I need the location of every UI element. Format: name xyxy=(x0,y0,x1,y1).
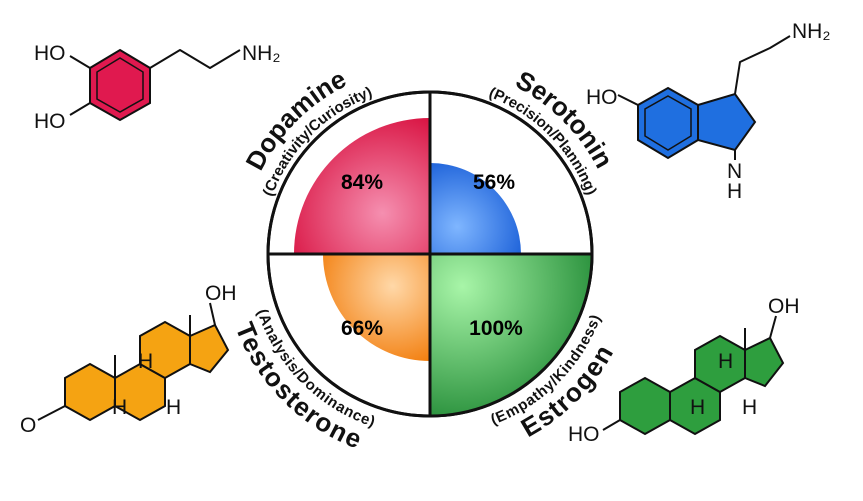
testosterone-h2: H xyxy=(112,396,127,419)
estrogen-h1: H xyxy=(718,350,733,373)
quadrant-chart: 84% 56% 66% 100% xyxy=(266,90,594,418)
serotonin-n: N xyxy=(727,160,742,183)
dopamine-ho-bottom: HO xyxy=(34,110,66,133)
estrogen-molecule: HO OH H H H xyxy=(568,295,800,446)
serotonin-molecule: HO N H NH₂ xyxy=(586,20,830,203)
serotonin-nh2: NH₂ xyxy=(792,20,830,43)
serotonin-ho: HO xyxy=(586,86,618,109)
dopamine-nh2: NH₂ xyxy=(242,42,280,65)
testosterone-wedge xyxy=(323,254,430,361)
testosterone-o: O xyxy=(20,414,36,437)
testosterone-oh: OH xyxy=(205,282,237,305)
estrogen-ho: HO xyxy=(568,423,600,446)
estrogen-wedge xyxy=(430,254,592,416)
estrogen-h2: H xyxy=(690,396,705,419)
serotonin-wedge xyxy=(430,163,521,254)
dopamine-wedge xyxy=(294,118,430,254)
estrogen-oh: OH xyxy=(768,295,800,318)
dopamine-percent: 84% xyxy=(341,171,383,194)
testosterone-percent: 66% xyxy=(341,317,383,340)
dopamine-ho-top: HO xyxy=(34,42,66,65)
serotonin-h: H xyxy=(727,180,742,203)
estrogen-percent: 100% xyxy=(469,317,523,340)
serotonin-percent: 56% xyxy=(473,171,515,194)
estrogen-h3: H xyxy=(742,396,757,419)
testosterone-h1: H xyxy=(138,350,153,373)
dopamine-molecule: HO HO NH₂ xyxy=(34,42,280,133)
testosterone-h3: H xyxy=(166,396,181,419)
testosterone-molecule: O OH H H H xyxy=(20,282,237,437)
